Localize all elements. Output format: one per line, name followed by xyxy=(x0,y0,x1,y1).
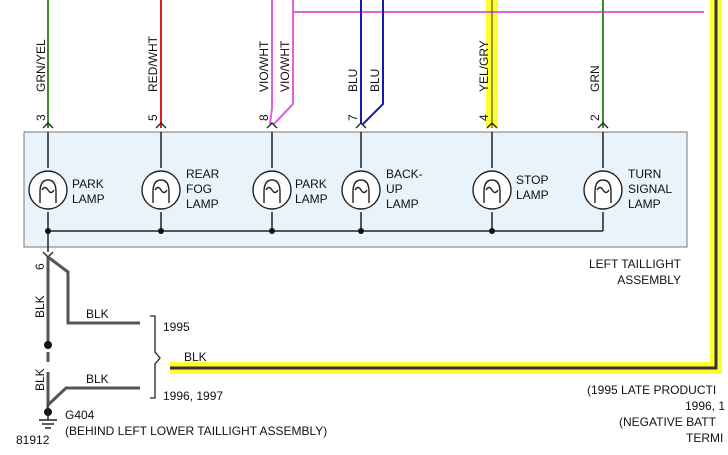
internal-wiring xyxy=(47,132,604,252)
ground-wire-label-2: BLK xyxy=(33,368,47,391)
lamp-bulb-icon xyxy=(341,170,381,210)
splice-dots xyxy=(45,228,495,234)
year-1996-1997-label: 1996, 1997 xyxy=(163,389,224,403)
lamp-symbols xyxy=(28,170,623,210)
lamp-label: PARK LAMP xyxy=(295,177,328,206)
lamp-bulb-icon xyxy=(252,170,292,210)
pin-number: 8 xyxy=(257,114,271,121)
ground-id: G404 xyxy=(65,408,95,422)
ground-pin-number: 6 xyxy=(33,263,47,270)
wire-label-grn: GRN xyxy=(588,65,602,92)
wire-label-yel-gry: YEL/GRY xyxy=(477,40,491,92)
pin-number: 5 xyxy=(146,114,160,121)
ground-wire-label: BLK xyxy=(33,295,47,318)
connector-chevrons xyxy=(42,122,609,129)
lamp-label: STOP LAMP xyxy=(516,173,549,202)
wire-label-blu: BLU xyxy=(346,68,360,92)
note-line-2: 1996, 1 xyxy=(685,399,726,413)
assembly-label-line-2: ASSEMBLY xyxy=(617,273,681,287)
branch-1996-wire-label: BLK xyxy=(86,372,109,386)
lamp-label: PARK LAMP xyxy=(72,177,105,206)
lamp-bulb-icon xyxy=(583,170,623,210)
pin-number: 3 xyxy=(34,114,48,121)
input-wires xyxy=(47,0,704,128)
ground-location: (BEHIND LEFT LOWER TAILLIGHT ASSEMBLY) xyxy=(65,424,328,438)
assembly-label-line-1: LEFT TAILLIGHT xyxy=(588,257,681,271)
yellow-wire-label: BLK xyxy=(184,350,207,364)
pin-number: 4 xyxy=(477,114,491,121)
lamp-bulb-icon xyxy=(472,170,512,210)
wire-label-red-wht: RED/WHT xyxy=(146,36,160,92)
year-1995-label: 1995 xyxy=(163,320,190,334)
lamp-label: REAR FOG LAMP xyxy=(186,167,220,211)
figure-number: 81912 xyxy=(16,433,50,447)
branch-1995-wire-label: BLK xyxy=(86,307,109,321)
wire-label-blu-2: BLU xyxy=(368,68,382,92)
pin-number: 7 xyxy=(346,114,360,121)
wire-label-vio-wht: VIO/WHT xyxy=(257,40,271,92)
note-line-3: (NEGATIVE BATT xyxy=(619,415,716,429)
ground-wiring xyxy=(39,251,161,429)
note-line-1: (1995 LATE PRODUCTI xyxy=(587,383,717,397)
pin-number: 2 xyxy=(588,114,602,121)
lamp-label: TURN SIGNAL LAMP xyxy=(628,167,673,211)
wire-label-grn-yel: GRN/YEL xyxy=(34,39,48,92)
lamp-bulb-icon xyxy=(28,170,68,210)
lamp-bulb-icon xyxy=(141,170,181,210)
note-line-4: TERMI xyxy=(686,431,724,445)
lamp-label: BACK- UP LAMP xyxy=(386,167,423,211)
wire-label-vio-wht-2: VIO/WHT xyxy=(278,40,292,92)
